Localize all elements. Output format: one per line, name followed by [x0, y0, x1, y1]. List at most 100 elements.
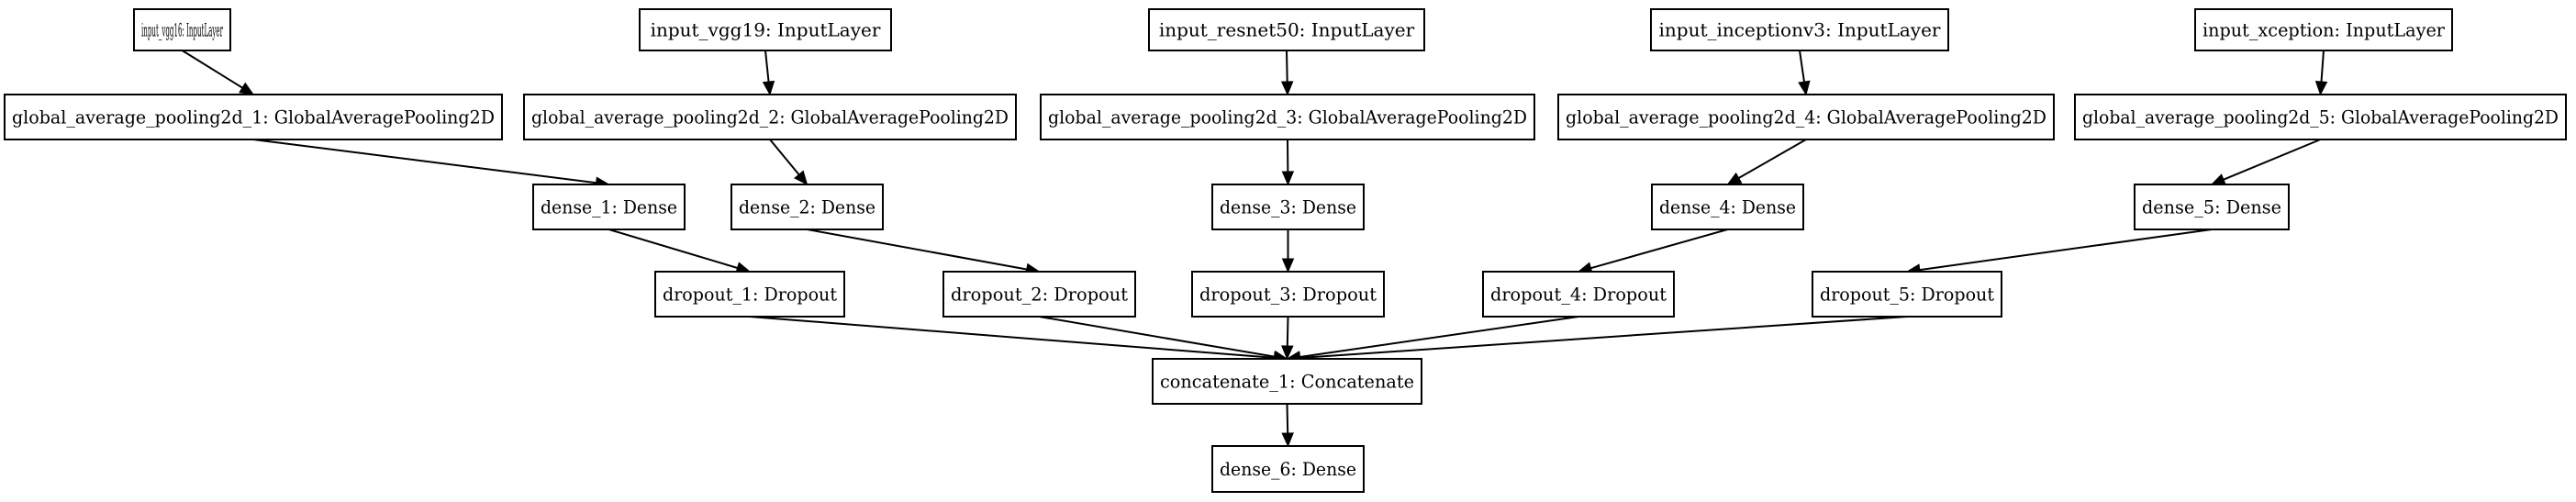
- node-box: [730, 184, 884, 230]
- node-label: global_average_pooling2d_5: GlobalAverag…: [2082, 106, 2559, 128]
- edge-line: [252, 139, 597, 184]
- node-label: concatenate_1: Concatenate: [1160, 371, 1414, 393]
- edges-layer: [181, 50, 2328, 448]
- node-label: dense_6: Dense: [1220, 458, 1356, 480]
- node-label: global_average_pooling2d_1: GlobalAverag…: [12, 106, 495, 128]
- node-dropout-2: dropout_2: Dropout: [942, 271, 1136, 318]
- arrowhead: [1281, 258, 1295, 273]
- node-input-vgg19: input_vgg19: InputLayer: [639, 8, 892, 51]
- arrowhead: [794, 170, 808, 185]
- edge-global-average-pooling2d-3-to-dense-3: [1281, 139, 1295, 186]
- node-input-inceptionv3: input_inceptionv3: InputLayer: [1650, 8, 1949, 51]
- edge-line: [1039, 316, 1275, 358]
- edge-line: [1286, 50, 1288, 83]
- node-label: dense_3: Dense: [1220, 196, 1356, 218]
- edge-dense-4-to-dropout-4: [1577, 229, 1728, 274]
- nodes-layer: input_vgg16: InputLayer input_vgg19: Inpu…: [4, 8, 2567, 493]
- node-box: [1191, 271, 1385, 318]
- edge-line: [608, 229, 738, 269]
- node-box: [1152, 358, 1422, 405]
- node-label: dropout_2: Dropout: [951, 284, 1128, 306]
- node-box: [133, 8, 231, 51]
- edge-input-vgg16-to-global-average-pooling2d-1: [181, 50, 255, 95]
- arrowhead: [1281, 345, 1294, 361]
- edge-dense-2-to-dropout-2: [807, 229, 1041, 276]
- node-label: dropout_1: Dropout: [663, 284, 837, 306]
- arrowhead: [239, 82, 255, 95]
- edge-line: [2320, 50, 2325, 83]
- node-label: input_resnet50: InputLayer: [1159, 19, 1415, 41]
- node-concatenate-1: concatenate_1: Concatenate: [1152, 358, 1422, 405]
- node-global-average-pooling2d-1: global_average_pooling2d_1: GlobalAverag…: [4, 94, 503, 140]
- node-dropout-5: dropout_5: Dropout: [1812, 271, 2002, 318]
- node-box: [654, 271, 845, 318]
- edge-dense-1-to-dropout-1: [608, 229, 752, 274]
- node-global-average-pooling2d-4: global_average_pooling2d_4: GlobalAverag…: [1557, 94, 2055, 140]
- node-label: dense_2: Dense: [739, 196, 875, 218]
- node-box: [4, 94, 503, 140]
- node-input-xception: input_xception: InputLayer: [2194, 8, 2453, 51]
- node-label: dense_1: Dense: [541, 196, 677, 218]
- node-box: [1211, 445, 1365, 493]
- edge-global-average-pooling2d-4-to-dense-4: [1726, 139, 1807, 185]
- node-dense-3: dense_3: Dense: [1211, 184, 1365, 230]
- arrowhead: [1280, 81, 1294, 96]
- edge-concatenate-1-to-dense-6: [1281, 403, 1294, 448]
- node-label: global_average_pooling2d_2: GlobalAverag…: [531, 106, 1009, 128]
- arrowhead: [1798, 80, 1811, 96]
- arrowhead: [2210, 173, 2226, 185]
- node-label: dense_4: Dense: [1659, 196, 1796, 218]
- node-box: [1482, 271, 1675, 318]
- node-label: input_inceptionv3: InputLayer: [1659, 19, 1941, 41]
- edge-input-xception-to-global-average-pooling2d-5: [2314, 50, 2328, 96]
- node-label: input_vgg16: InputLayer: [141, 19, 223, 41]
- edge-global-average-pooling2d-2-to-dense-2: [769, 139, 808, 185]
- node-box: [532, 184, 686, 230]
- edge-input-vgg19-to-global-average-pooling2d-2: [762, 50, 775, 96]
- edge-line: [807, 229, 1027, 271]
- node-label: dropout_5: Dropout: [1820, 284, 1994, 306]
- edge-line: [1738, 139, 1807, 179]
- node-label: input_xception: InputLayer: [2202, 19, 2445, 41]
- node-box: [1651, 184, 1804, 230]
- node-dense-5: dense_5: Dense: [2134, 184, 2290, 230]
- node-label: global_average_pooling2d_4: GlobalAverag…: [1566, 106, 2046, 128]
- node-box: [1557, 94, 2055, 140]
- edge-input-inceptionv3-to-global-average-pooling2d-4: [1798, 50, 1811, 96]
- arrowhead: [1726, 172, 1743, 185]
- edge-line: [764, 50, 770, 83]
- edge-global-average-pooling2d-1-to-dense-1: [252, 139, 610, 189]
- node-box: [1211, 184, 1365, 230]
- node-input-vgg16: input_vgg16: InputLayer: [133, 8, 231, 51]
- node-label: dense_5: Dense: [2142, 196, 2281, 218]
- arrowhead: [762, 80, 775, 96]
- node-dense-1: dense_1: Dense: [532, 184, 686, 230]
- edge-line: [1919, 229, 2213, 272]
- edge-line: [2223, 139, 2321, 181]
- edge-line: [769, 139, 800, 175]
- arrowhead: [2314, 81, 2328, 96]
- edge-dropout-5-to-concatenate-1: [1286, 316, 1908, 364]
- node-box: [2074, 94, 2567, 140]
- node-global-average-pooling2d-5: global_average_pooling2d_5: GlobalAverag…: [2074, 94, 2567, 140]
- node-box: [639, 8, 892, 51]
- node-label: dropout_4: Dropout: [1490, 284, 1667, 306]
- edge-dropout-1-to-concatenate-1: [749, 316, 1288, 364]
- node-dropout-3: dropout_3: Dropout: [1191, 271, 1385, 318]
- edge-line: [749, 316, 1275, 359]
- node-label: dropout_3: Dropout: [1199, 284, 1377, 306]
- node-label: global_average_pooling2d_3: GlobalAverag…: [1048, 106, 1527, 128]
- edge-dense-5-to-dropout-5: [1905, 229, 2213, 276]
- node-dense-2: dense_2: Dense: [730, 184, 884, 230]
- edge-line: [1299, 316, 1908, 360]
- edge-line: [1299, 316, 1579, 358]
- edge-line: [181, 50, 243, 89]
- edge-dense-3-to-dropout-3: [1281, 229, 1295, 273]
- node-dense-4: dense_4: Dense: [1651, 184, 1804, 230]
- arrowhead: [1281, 432, 1294, 448]
- node-box: [2194, 8, 2453, 51]
- edge-input-resnet50-to-global-average-pooling2d-3: [1280, 50, 1294, 96]
- arrowhead: [1281, 171, 1295, 186]
- node-input-resnet50: input_resnet50: InputLayer: [1148, 8, 1425, 51]
